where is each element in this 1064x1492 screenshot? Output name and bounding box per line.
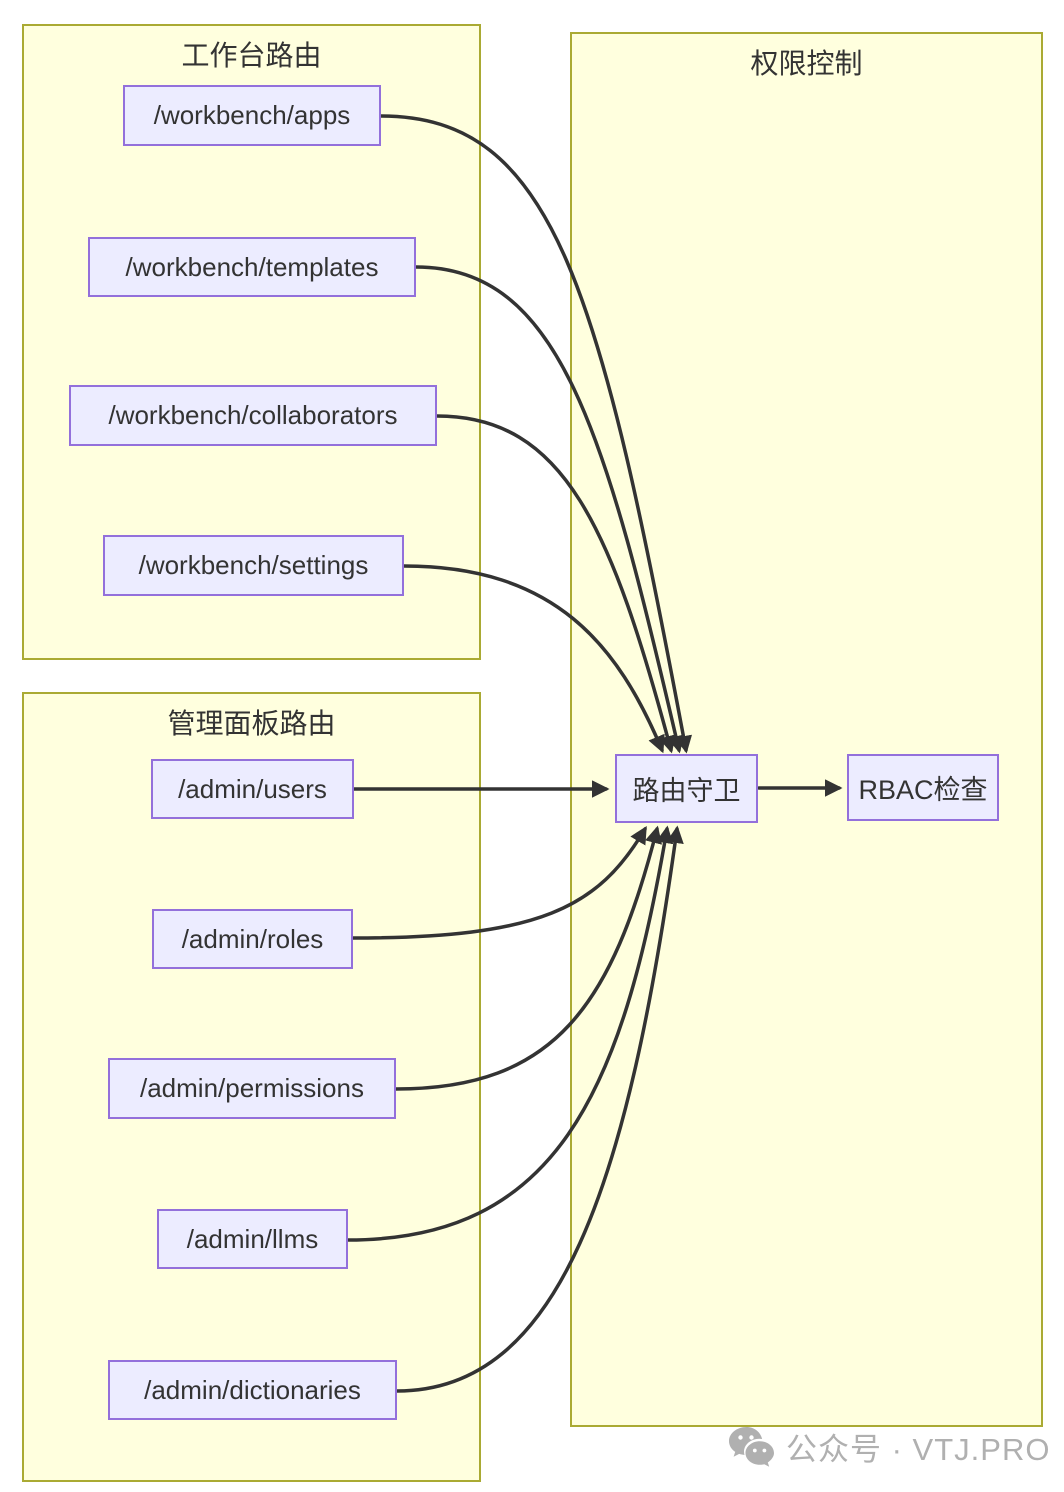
node-workbench-templates: /workbench/templates [88, 237, 416, 297]
node-admin-llms: /admin/llms [157, 1209, 348, 1269]
node-admin-permissions: /admin/permissions [108, 1058, 396, 1119]
node-workbench-collaborators: /workbench/collaborators [69, 385, 437, 446]
cluster-permission-title: 权限控制 [750, 48, 863, 79]
cluster-permission-control: 权限控制 [570, 32, 1043, 1427]
wechat-icon [729, 1426, 774, 1467]
node-admin-users: /admin/users [151, 759, 354, 819]
watermark-text: 公众号 · VTJ.PRO [786, 1432, 1051, 1467]
node-rbac-check: RBAC检查 [847, 754, 999, 821]
node-route-guard: 路由守卫 [615, 754, 758, 823]
node-admin-roles: /admin/roles [152, 909, 353, 969]
node-admin-dictionaries: /admin/dictionaries [108, 1360, 397, 1420]
cluster-workbench-title: 工作台路由 [181, 40, 322, 71]
watermark: 公众号 · VTJ.PRO [728, 1424, 1050, 1469]
node-workbench-apps: /workbench/apps [123, 85, 381, 146]
cluster-admin-title: 管理面板路由 [167, 708, 336, 739]
node-workbench-settings: /workbench/settings [103, 535, 404, 596]
